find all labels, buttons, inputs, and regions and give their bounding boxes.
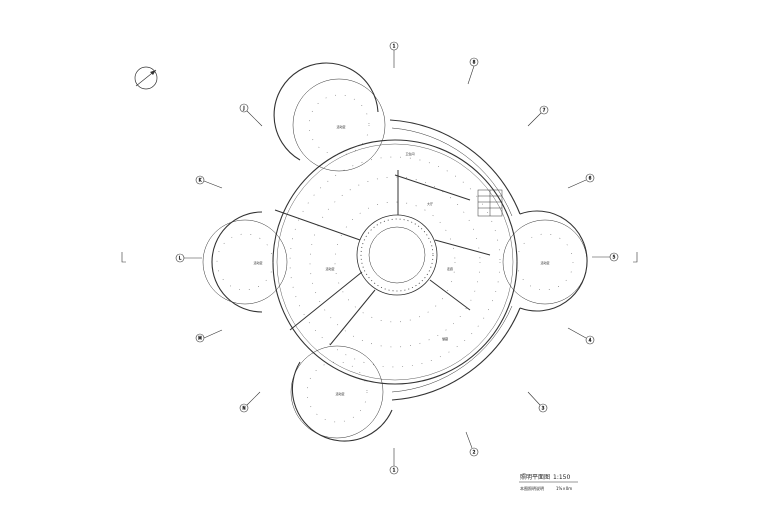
- north-arrow-icon: [134, 66, 158, 90]
- stair-block: [477, 189, 503, 217]
- room-label: 活动室: [540, 260, 549, 265]
- room-label: 活动室: [335, 391, 344, 396]
- grid-label-bottom-right-2: 3: [542, 406, 545, 411]
- drawing-scale: 1:150: [553, 474, 570, 481]
- grid-marker-bottom-right-2: 3: [527, 391, 548, 413]
- lighting-dots: [216, 94, 574, 423]
- room-label: 储藏: [442, 336, 448, 341]
- grid-label-bottom-right-1: 4: [589, 338, 592, 343]
- section-markers: [121, 252, 638, 263]
- grid-marker-top-left-2: J: [239, 103, 263, 127]
- room-label: 大厅: [427, 201, 433, 206]
- grid-label-bottom-left-2: M: [198, 336, 202, 341]
- grid-marker-bottom-left-1: N: [239, 391, 261, 413]
- grid-marker-bottom: 1: [389, 448, 399, 475]
- grid-marker-bottom-right-1: 4: [567, 327, 595, 345]
- grid-marker-right-2: 5: [592, 252, 619, 262]
- drawing-title: 照明平面图: [520, 474, 550, 481]
- grid-label-right-2: 5: [613, 255, 616, 260]
- grid-label-top-left-2: J: [242, 106, 244, 111]
- grid-axis-markers: 1 8 7 6 5 4 3 2: [175, 41, 619, 475]
- grid-label-bottom: 1: [393, 468, 396, 473]
- grid-marker-top: 1: [389, 41, 399, 68]
- building-outline: [202, 62, 588, 442]
- grid-label-left: L: [179, 256, 182, 261]
- room-label: 卫生间: [405, 151, 414, 156]
- grid-label-right-1: 6: [589, 176, 592, 181]
- partition-walls: [274, 170, 491, 346]
- title-block: 照明平面图 1:150 本图照明说明 1%×0m: [519, 474, 578, 491]
- grid-label-bottom-left-1: N: [243, 406, 246, 411]
- drawing-subtitle: 本图照明说明: [520, 485, 544, 491]
- room-label: 走廊: [447, 266, 453, 271]
- central-core: [356, 214, 438, 296]
- grid-label-bottom-right-3: 2: [473, 450, 476, 455]
- grid-marker-top-right-2: 7: [527, 105, 549, 127]
- grid-label-top-left-1: K: [199, 178, 202, 183]
- grid-marker-top-left-1: K: [195, 175, 223, 189]
- grid-marker-bottom-right-3: 2: [465, 431, 479, 457]
- grid-label-top: 1: [393, 44, 396, 49]
- grid-label-top-right-1: 8: [473, 60, 476, 65]
- room-label: 活动室: [336, 124, 345, 129]
- grid-label-top-right-2: 7: [543, 108, 546, 113]
- room-label: 活动室: [253, 260, 262, 265]
- drawing-subtitle-scale: 1%×0m: [556, 486, 572, 491]
- room-label: 活动室: [325, 266, 334, 271]
- grid-marker-top-right-1: 8: [467, 57, 479, 85]
- grid-marker-right-1: 6: [567, 173, 595, 189]
- grid-marker-bottom-left-2: M: [195, 329, 223, 343]
- room-labels: 活动室 活动室 活动室 活动室 活动室 大厅 走廊 卫生间 储藏: [253, 124, 549, 396]
- grid-marker-left: L: [175, 253, 202, 263]
